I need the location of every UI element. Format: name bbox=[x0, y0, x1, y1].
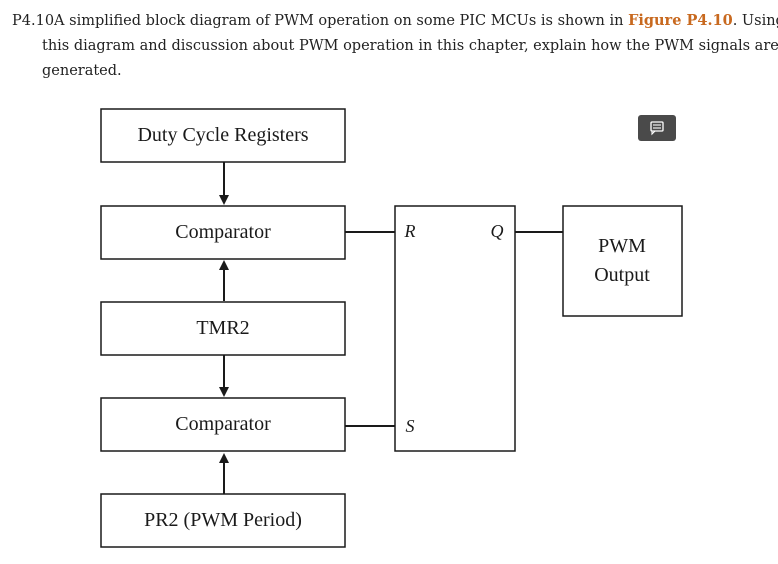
comparator-bottom-block: Comparator bbox=[100, 397, 346, 452]
pr2-label: PR2 (PWM Period) bbox=[144, 509, 302, 531]
sr-latch-block: R Q S bbox=[394, 205, 516, 452]
comparator-top-label: Comparator bbox=[175, 221, 271, 243]
tmr2-label: TMR2 bbox=[196, 317, 249, 339]
question-number: P4.10 bbox=[12, 13, 55, 29]
pr2-block: PR2 (PWM Period) bbox=[100, 493, 346, 548]
question-text-after: . Using this diagram and discussion abou… bbox=[42, 13, 778, 79]
pwm-output-label-line1: PWM bbox=[598, 235, 646, 257]
question-text: P4.10A simplified block diagram of PWM o… bbox=[12, 8, 778, 84]
figure-reference-link[interactable]: Figure P4.10 bbox=[628, 12, 733, 29]
duty-cycle-registers-block: Duty Cycle Registers bbox=[100, 108, 346, 163]
latch-pin-q: Q bbox=[491, 221, 504, 241]
latch-pin-s: S bbox=[406, 416, 415, 436]
comparator-top-block: Comparator bbox=[100, 205, 346, 260]
note-icon bbox=[650, 121, 664, 136]
note-button[interactable] bbox=[638, 115, 676, 141]
comparator-bottom-label: Comparator bbox=[175, 413, 271, 435]
pwm-output-block: PWM Output bbox=[562, 205, 683, 317]
pwm-output-label-line2: Output bbox=[594, 264, 650, 286]
duty-cycle-registers-label: Duty Cycle Registers bbox=[137, 124, 308, 146]
latch-pin-r: R bbox=[404, 221, 416, 241]
tmr2-block: TMR2 bbox=[100, 301, 346, 356]
question-text-before: A simplified block diagram of PWM operat… bbox=[54, 13, 629, 29]
